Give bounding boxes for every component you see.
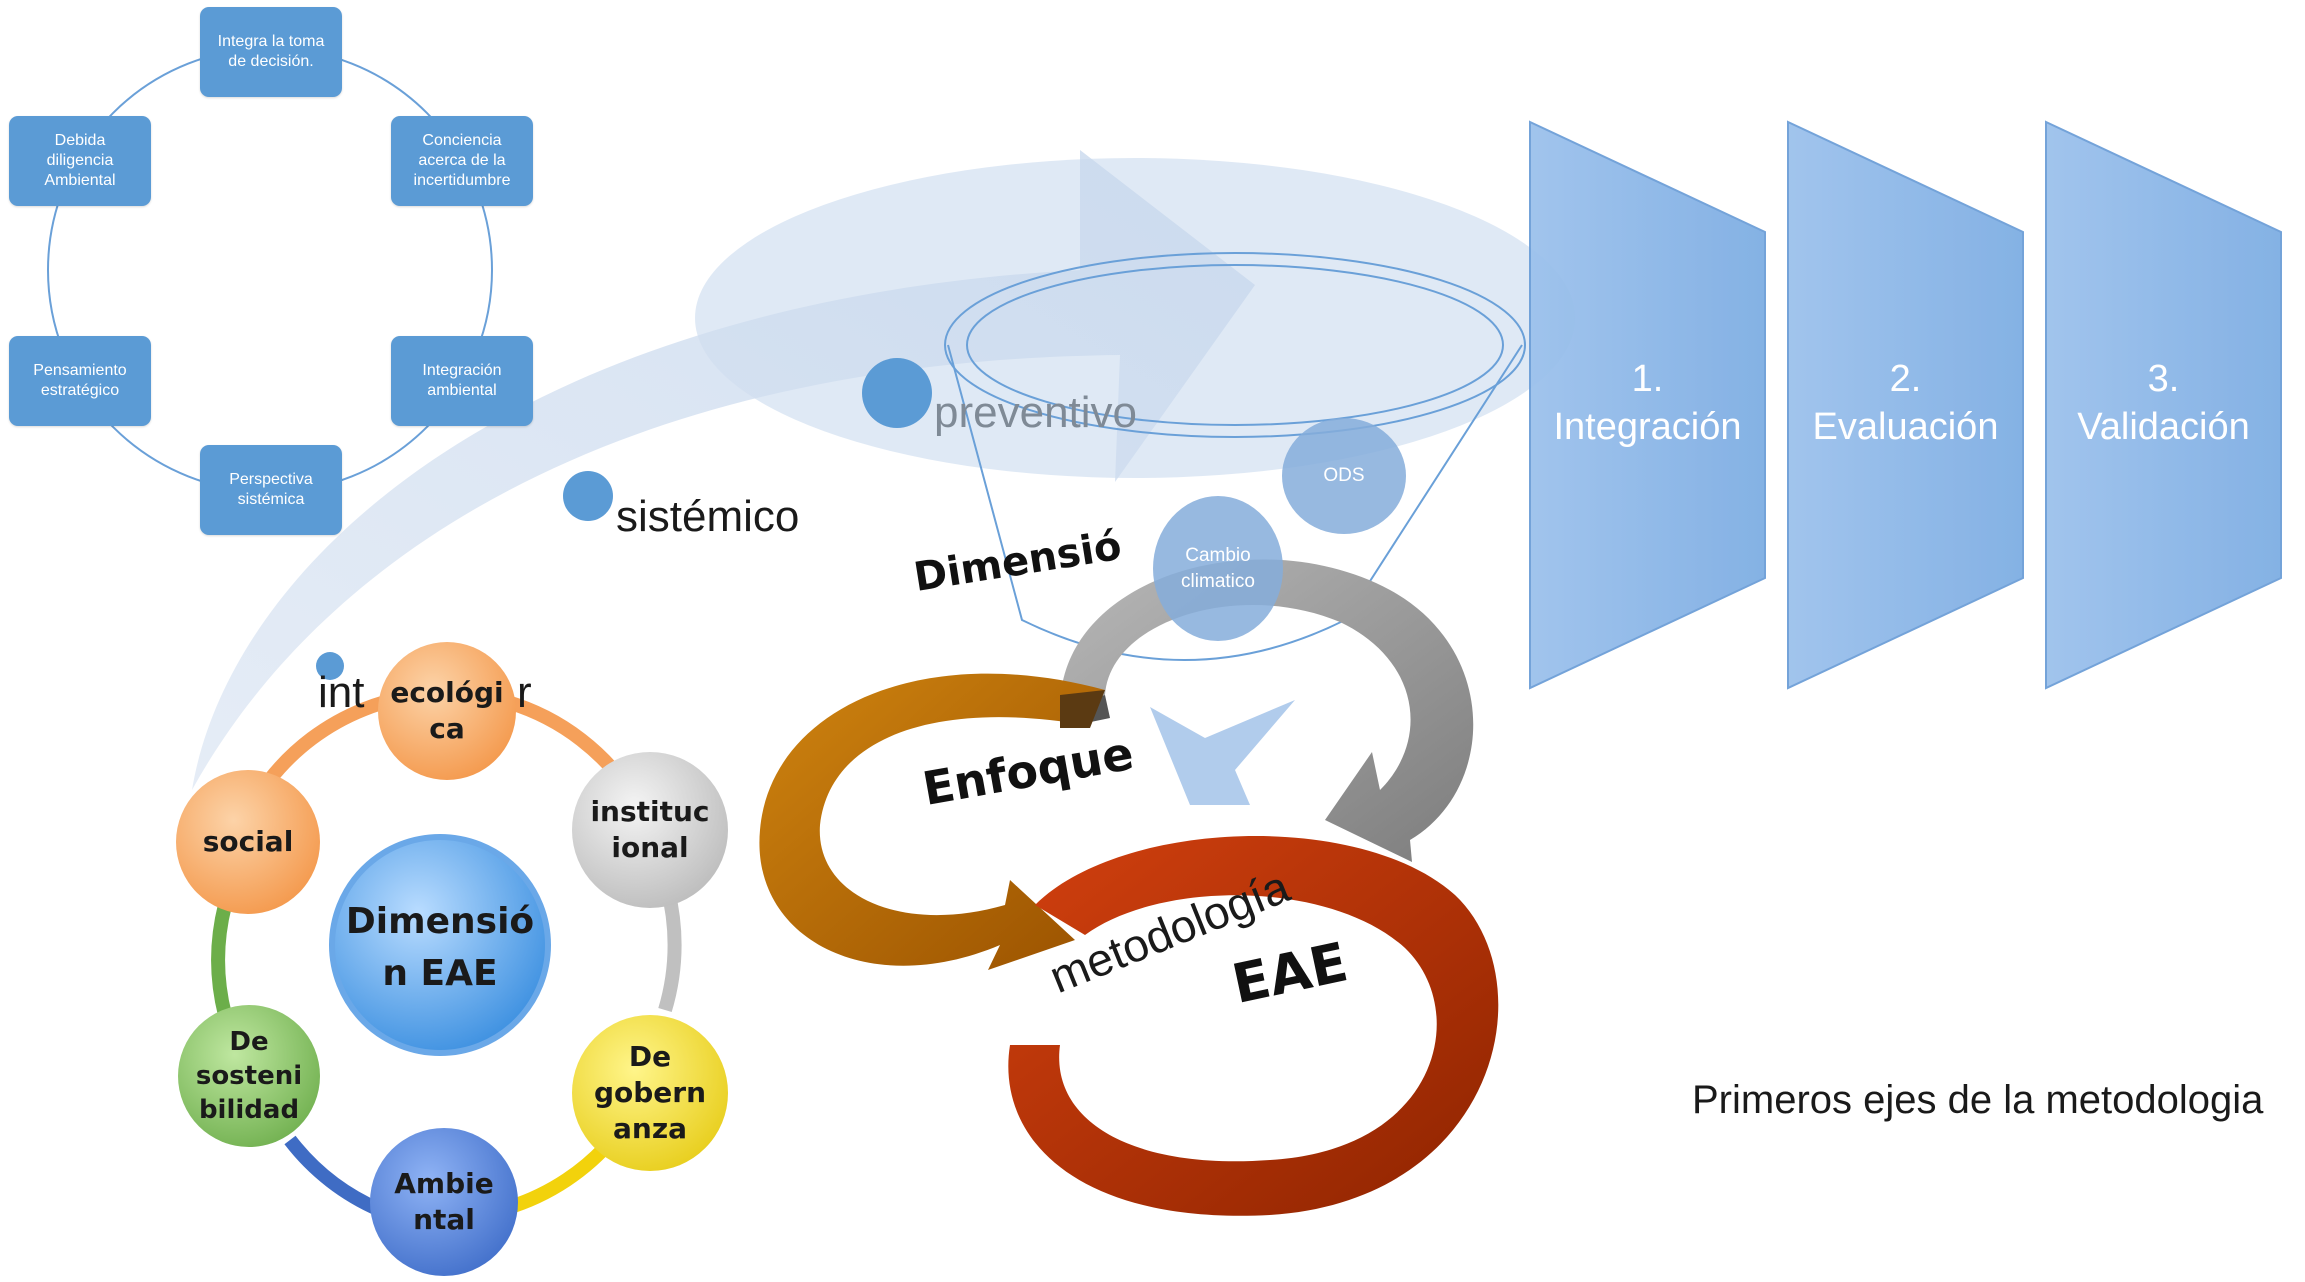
bullet-preventivo xyxy=(862,358,932,428)
chevron-1 xyxy=(1529,120,1766,690)
label-interdisciplinar-right: r xyxy=(517,668,532,717)
funnel-top-inner xyxy=(966,264,1504,426)
cambio-climatico-label: Cambio climatico xyxy=(1181,544,1255,592)
cycle-node-strategic-label: Pensamiento estratégico xyxy=(33,362,127,399)
cycle-node-uncertainty-label: Conciencia acerca de la incertidumbre xyxy=(413,132,511,189)
dimension-node-social: social xyxy=(176,770,320,914)
big-curved-arrow xyxy=(192,150,1255,790)
dimension-node-ambiental-label: Ambie ntal xyxy=(394,1167,494,1236)
bullet-interdisciplinar xyxy=(316,652,344,680)
dimension-node-social-label: social xyxy=(202,825,294,858)
caption: Primeros ejes de la metodologia xyxy=(1692,1078,2264,1122)
funnel-outline xyxy=(947,344,1523,661)
ods-label: ODS xyxy=(1323,465,1365,486)
dimension-node-sostenibilidad: De sosteni bilidad xyxy=(178,1005,320,1147)
dimension-node-ambiental: Ambie ntal xyxy=(370,1128,518,1276)
dimension-node-sostenibilidad-label: De sosteni bilidad xyxy=(195,1027,303,1125)
cycle-node-decision-label: Integra la toma de decisión. xyxy=(217,33,325,70)
chevron-2 xyxy=(1787,120,2024,690)
cycle-node-uncertainty: Conciencia acerca de la incertidumbre xyxy=(391,116,533,206)
cycle-node-diligence: Debida diligencia Ambiental xyxy=(9,116,151,206)
dimension-node-institucional-label: instituc ional xyxy=(590,795,710,864)
cycle-node-systemic-label: Perspectiva sistémica xyxy=(229,471,313,508)
dimension-node-institucional: instituc ional xyxy=(572,752,728,908)
ring-arc-blue xyxy=(284,1135,383,1217)
up-arrow xyxy=(1150,700,1295,805)
orange-cycle-arrow xyxy=(759,673,1105,970)
gray-cycle-arrow xyxy=(1060,559,1474,862)
cycle-node-integration-label: Integración ambiental xyxy=(422,362,502,399)
orange-arrow-tail xyxy=(1060,690,1105,728)
chevron-3-label: 3. Validación xyxy=(2077,358,2250,448)
cycle-node-integration: Integración ambiental xyxy=(391,336,533,426)
dimension-node-gobernanza-label: De gobern anza xyxy=(593,1040,707,1145)
center-ball-shape xyxy=(329,834,551,1056)
dimension-node-ecologica-label: ecológi ca xyxy=(390,676,504,745)
cycle-node-strategic: Pensamiento estratégico xyxy=(9,336,151,426)
label-preventivo: preventivo xyxy=(934,388,1138,437)
dimension-center: Dimensió n EAE xyxy=(346,860,534,1036)
bullet-sistemico xyxy=(563,471,613,521)
ring-arc-green xyxy=(211,903,232,1017)
cambio-climatico-circle: Cambio climatico xyxy=(1153,496,1283,641)
chevron-1-label: 1. Integración xyxy=(1553,358,1742,448)
label-sistemico: sistémico xyxy=(616,492,800,541)
chevron-3 xyxy=(2045,120,2282,690)
cycle-node-diligence-label: Debida diligencia Ambiental xyxy=(44,132,116,189)
dimension-node-gobernanza: De gobern anza xyxy=(572,1015,728,1171)
dimension-center-label: Dimensió n EAE xyxy=(345,901,535,994)
dimension-node-ecologica: ecológi ca xyxy=(378,642,516,780)
cycle-node-decision: Integra la toma de decisión. xyxy=(200,7,342,97)
cycle-node-systemic: Perspectiva sistémica xyxy=(200,445,342,535)
label-interdisciplinar-left: int xyxy=(318,668,365,717)
ods-circle: ODS xyxy=(1282,418,1406,534)
funnel-top-outer xyxy=(944,252,1526,438)
chevron-2-label: 2. Evaluación xyxy=(1812,358,1999,448)
